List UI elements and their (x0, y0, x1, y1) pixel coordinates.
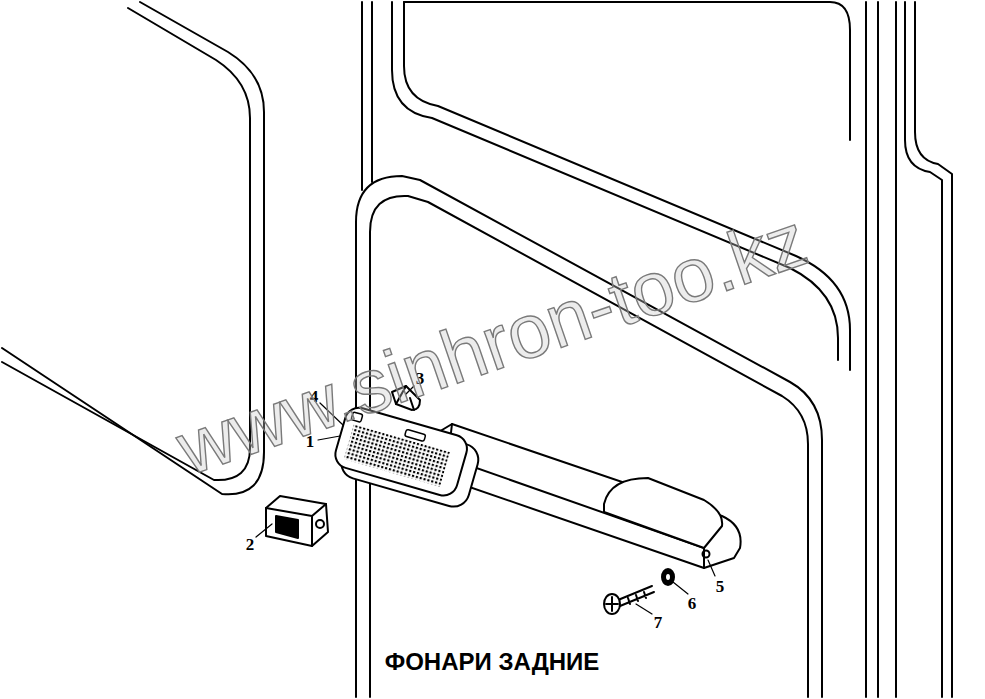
screw-cross (606, 597, 618, 611)
leader-line (636, 604, 652, 614)
switch-lamp (316, 520, 324, 528)
leader-line (673, 582, 688, 594)
callout-number: 2 (246, 536, 255, 553)
screw-shaft (618, 586, 654, 606)
door-edge (361, 2, 363, 190)
frame-corner (905, 2, 942, 697)
washer-hole (666, 574, 670, 580)
screw-hole (703, 551, 710, 558)
frame-corner (915, 2, 952, 697)
callout-number: 7 (654, 614, 663, 631)
diagram-title: ФОНАРИ ЗАДНИЕ (385, 650, 600, 674)
switch-rocker (276, 516, 298, 538)
frame-edge (877, 2, 879, 697)
screw-head (604, 594, 620, 614)
handle-cap (604, 478, 722, 548)
handle-bar (426, 424, 741, 568)
lamp-grid (344, 425, 450, 487)
leader-line (256, 524, 272, 537)
frame-edge (895, 2, 897, 697)
washer (662, 569, 674, 585)
upper-window-top (404, 2, 850, 140)
switch-body (266, 496, 328, 546)
leader-line (708, 560, 715, 576)
lamp-window (405, 429, 426, 441)
callout-number: 6 (688, 595, 697, 612)
frame-edge (865, 2, 867, 697)
switch-face (266, 504, 326, 546)
callout-number: 5 (716, 578, 725, 595)
door-edge (371, 2, 373, 182)
